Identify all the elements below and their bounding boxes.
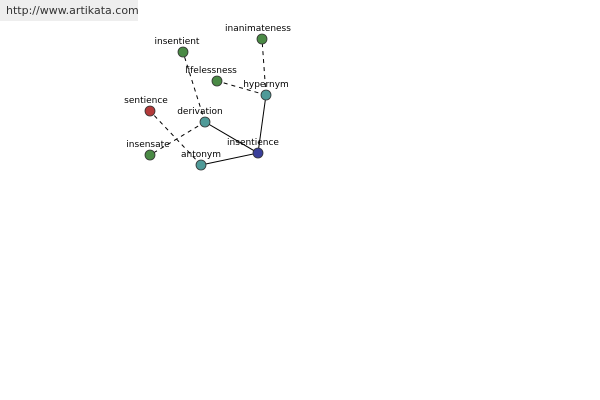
node-label-antonym[interactable]: antonym [181, 150, 221, 160]
node-lifelessness[interactable] [211, 75, 223, 87]
node-label-lifelessness[interactable]: lifelessness [185, 66, 237, 76]
edge-insentience-derivation [204, 121, 259, 154]
node-insentience[interactable] [252, 147, 264, 159]
node-inanimateness[interactable] [256, 33, 268, 45]
node-label-insentient[interactable]: insentient [155, 37, 200, 47]
graph-labels: insentience hypernym derivation antonym inan… [124, 24, 291, 160]
edge-hypernym-inanimateness [261, 38, 267, 96]
site-watermark: http://www.artikata.com [0, 0, 139, 21]
node-label-derivation[interactable]: derivation [177, 107, 223, 117]
node-sentience[interactable] [144, 105, 156, 117]
graph-edges [149, 38, 267, 166]
node-antonym[interactable] [195, 159, 207, 171]
edge-hypernym-lifelessness [216, 80, 267, 96]
node-label-inanimateness[interactable]: inanimateness [225, 24, 291, 34]
node-label-sentience[interactable]: sentience [124, 96, 168, 106]
edge-derivation-insensate [149, 121, 206, 156]
node-insensate[interactable] [144, 149, 156, 161]
node-insentient[interactable] [177, 46, 189, 58]
node-label-insensate[interactable]: insensate [126, 140, 170, 150]
node-label-insentience[interactable]: insentience [227, 138, 279, 148]
node-hypernym[interactable] [260, 89, 272, 101]
node-derivation[interactable] [199, 116, 211, 128]
graph-nodes [144, 33, 272, 171]
edge-insentience-antonym [200, 152, 259, 166]
node-label-hypernym[interactable]: hypernym [243, 80, 289, 90]
edge-insentience-hypernym [257, 94, 267, 154]
